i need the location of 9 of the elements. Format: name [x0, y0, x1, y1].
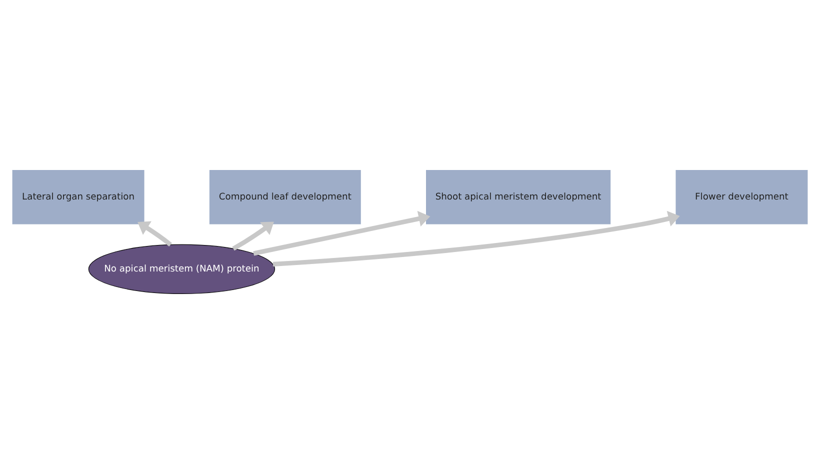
node-ellipse: No apical meristem (NAM) protein — [88, 244, 276, 294]
node-box: Lateral organ separation — [12, 170, 144, 224]
node-box: Shoot apical meristem development — [426, 170, 611, 224]
node-box: Flower development — [676, 170, 808, 224]
arrow — [232, 221, 274, 250]
arrow — [272, 210, 680, 266]
arrow — [253, 210, 430, 256]
arrow — [138, 220, 172, 246]
node-box: Compound leaf development — [209, 170, 361, 224]
